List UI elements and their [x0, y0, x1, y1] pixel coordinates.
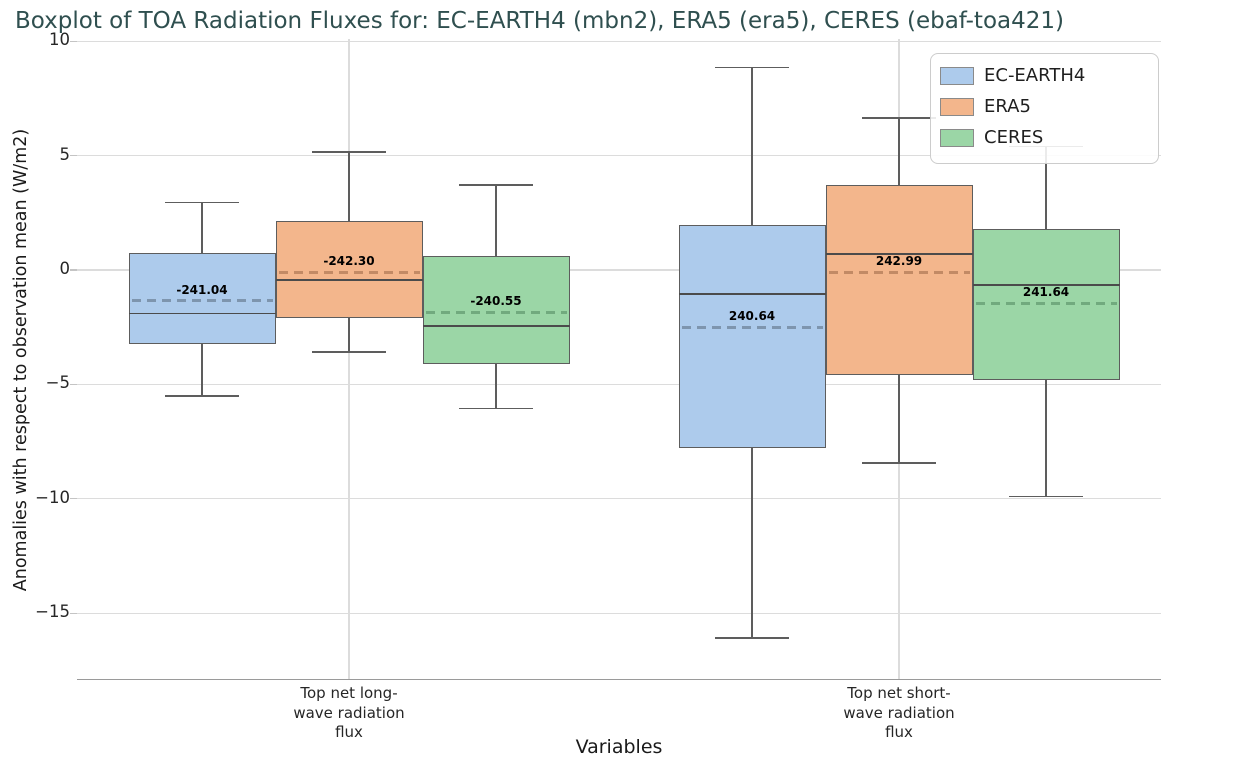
whisker-lower-ec-earth4: [201, 344, 203, 396]
mean-value-annotation: -241.04: [176, 282, 228, 297]
whisker-upper-ceres: [1045, 146, 1047, 229]
whisker-upper-ec-earth4: [201, 202, 203, 253]
legend-item-ec-earth4: EC-EARTH4: [940, 63, 1158, 89]
median-line-ceres: [972, 283, 1120, 286]
whisker-cap-lower-ec-earth4: [715, 637, 789, 640]
whisker-cap-lower-ceres: [1009, 495, 1083, 498]
gridline-vertical: [348, 39, 350, 679]
whisker-upper-ceres: [495, 185, 497, 257]
y-tick-mark: [70, 498, 77, 500]
y-tick-label: 5: [59, 144, 71, 164]
mean-value-annotation: -242.30: [323, 254, 375, 269]
mean-dashed-line-era5: [828, 270, 970, 274]
legend-label-ceres: CERES: [984, 127, 1044, 148]
box-ec-earth4: [678, 225, 826, 449]
whisker-lower-ceres: [495, 363, 497, 409]
box-ceres: [422, 256, 570, 364]
y-tick-mark: [70, 154, 77, 157]
y-tick-mark: [70, 612, 77, 614]
legend-item-ceres: CERES: [940, 125, 1158, 151]
mean-dashed-line-ec-earth4: [131, 299, 273, 303]
mean-value-annotation: 241.64: [1022, 285, 1070, 300]
mean-dashed-line-ceres: [975, 301, 1117, 305]
whisker-cap-lower-ec-earth4: [165, 394, 239, 397]
whisker-cap-lower-era5: [862, 462, 936, 465]
mean-dashed-line-ec-earth4: [681, 325, 823, 329]
box-era5: [825, 185, 973, 376]
median-line-ceres: [422, 325, 570, 327]
whisker-cap-upper-era5: [862, 116, 936, 119]
legend-label-ec-earth4: EC-EARTH4: [984, 65, 1086, 86]
legend-swatch-ec-earth4: [940, 67, 974, 85]
whisker-lower-ec-earth4: [751, 448, 753, 639]
gridline-horizontal: [77, 383, 1161, 386]
median-line-ec-earth4: [128, 312, 276, 315]
gridline-horizontal: [77, 612, 1161, 614]
y-tick-label: 10: [49, 30, 70, 50]
y-tick-mark: [70, 383, 77, 386]
mean-value-annotation: -240.55: [470, 294, 522, 309]
legend-item-era5: ERA5: [940, 94, 1158, 120]
whisker-cap-upper-ec-earth4: [715, 66, 789, 69]
y-axis-label: Anomalies with respect to observation me…: [11, 128, 31, 592]
median-line-ec-earth4: [678, 293, 826, 295]
y-tick-label: −5: [45, 373, 70, 393]
whisker-upper-era5: [898, 117, 900, 186]
gridline-horizontal: [77, 269, 1161, 271]
legend-swatch-ceres: [940, 129, 974, 147]
gridline-horizontal: [77, 154, 1161, 157]
gridline-horizontal: [77, 40, 1161, 42]
median-line-era5: [275, 279, 423, 282]
box-ec-earth4: [128, 252, 276, 345]
whisker-lower-era5: [898, 375, 900, 464]
y-tick-label: −10: [35, 487, 70, 507]
chart-title: Boxplot of TOA Radiation Fluxes for: EC-…: [15, 8, 1064, 34]
y-tick-mark: [70, 269, 77, 271]
y-tick-label: −15: [35, 602, 70, 622]
gridline-horizontal: [77, 498, 1161, 500]
whisker-lower-ceres: [1045, 379, 1047, 497]
whisker-cap-lower-ceres: [459, 407, 533, 410]
legend-swatch-era5: [940, 98, 974, 116]
whisker-upper-ec-earth4: [751, 67, 753, 226]
y-tick-label: 0: [59, 259, 71, 278]
whisker-cap-lower-era5: [312, 351, 386, 354]
mean-value-annotation: 242.99: [875, 254, 923, 269]
mean-value-annotation: 240.64: [728, 309, 776, 324]
x-axis-label: Variables: [575, 736, 663, 758]
box-era5: [275, 220, 423, 319]
whisker-lower-era5: [348, 318, 350, 353]
whisker-cap-upper-era5: [312, 151, 386, 154]
median-line-era5: [825, 253, 973, 255]
mean-dashed-line-ceres: [425, 310, 567, 314]
whisker-cap-upper-ceres: [459, 184, 533, 187]
whisker-cap-upper-ec-earth4: [165, 201, 239, 204]
y-tick-mark: [70, 40, 77, 42]
plot-area: -241.04 240.64 -242.30 242.99 -240.55 241.64: [70, 39, 1161, 680]
mean-dashed-line-era5: [278, 270, 420, 274]
legend-label-era5: ERA5: [984, 96, 1031, 117]
whisker-upper-era5: [348, 152, 350, 221]
